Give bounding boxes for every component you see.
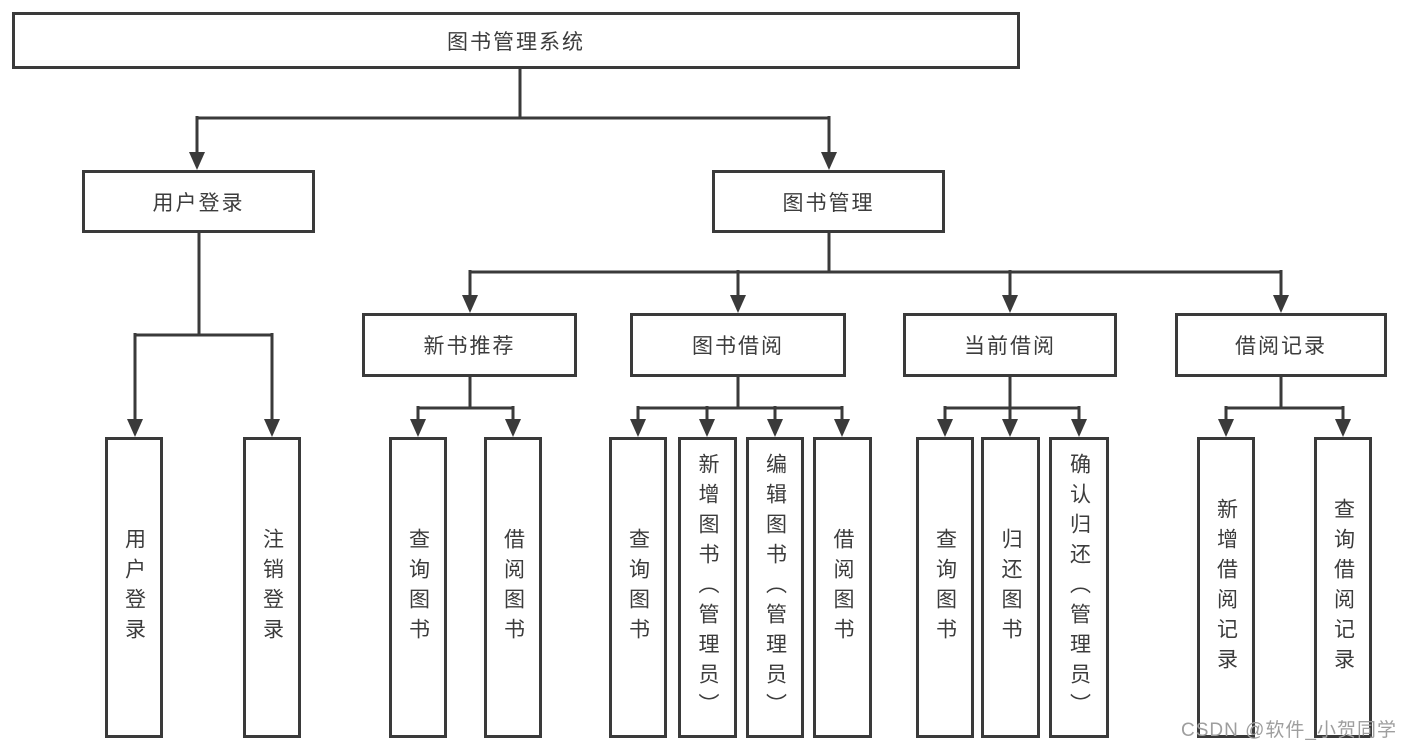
leaf-confirm-return-admin: 确认归还（管理员）: [1049, 437, 1109, 738]
leaf-recommend-query-books: 查询图书: [389, 437, 447, 738]
leaf-borrow-books-label: 借阅图书: [831, 527, 854, 648]
leaf-current-query-books-label: 查询图书: [933, 527, 957, 648]
leaf-current-query-books: 查询图书: [916, 437, 974, 738]
leaf-edit-books-admin: 编辑图书（管理员）: [746, 437, 804, 738]
leaf-logout: 注销登录: [243, 437, 301, 738]
leaf-return-books: 归还图书: [981, 437, 1040, 738]
csdn-watermark: CSDN @软件_小贺同学: [1181, 720, 1397, 741]
node-borrow-records-label: 借阅记录: [1235, 335, 1327, 358]
node-new-book-recommend-label: 新书推荐: [423, 335, 516, 358]
node-user-login-label: 用户登录: [152, 191, 245, 215]
leaf-query-borrow-record-label: 查询借阅记录: [1331, 497, 1355, 678]
node-user-login: 用户登录: [82, 170, 315, 233]
leaf-add-borrow-record: 新增借阅记录: [1197, 437, 1255, 738]
leaf-return-books-label: 归还图书: [999, 527, 1022, 648]
node-book-management: 图书管理: [712, 170, 945, 233]
node-new-book-recommend: 新书推荐: [362, 313, 577, 377]
connector-lines: [133, 69, 1345, 421]
leaf-query-borrow-record: 查询借阅记录: [1314, 437, 1372, 738]
leaf-add-borrow-record-label: 新增借阅记录: [1214, 497, 1238, 678]
node-book-borrow-label: 图书借阅: [692, 335, 784, 358]
arrowhead-icons: [127, 152, 1351, 437]
node-book-management-label: 图书管理: [782, 191, 875, 215]
leaf-borrow-query-books: 查询图书: [609, 437, 667, 738]
leaf-recommend-borrow-books-label: 借阅图书: [501, 527, 525, 648]
leaf-add-books-admin-label: 新增图书（管理员）: [696, 452, 719, 723]
leaf-confirm-return-admin-label: 确认归还（管理员）: [1067, 452, 1091, 723]
node-root-system: 图书管理系统: [12, 12, 1020, 69]
leaf-add-books-admin: 新增图书（管理员）: [678, 437, 737, 738]
node-book-borrow: 图书借阅: [630, 313, 846, 377]
node-current-borrow-label: 当前借阅: [964, 335, 1056, 358]
leaf-recommend-borrow-books: 借阅图书: [484, 437, 542, 738]
leaf-user-login: 用户登录: [105, 437, 163, 738]
node-root-label: 图书管理系统: [447, 30, 585, 54]
leaf-user-login-label: 用户登录: [122, 527, 146, 648]
leaf-recommend-query-books-label: 查询图书: [406, 527, 430, 648]
leaf-edit-books-admin-label: 编辑图书（管理员）: [763, 452, 787, 723]
leaf-logout-label: 注销登录: [260, 527, 284, 648]
leaf-borrow-query-books-label: 查询图书: [626, 527, 650, 648]
node-current-borrow: 当前借阅: [903, 313, 1117, 377]
node-borrow-records: 借阅记录: [1175, 313, 1387, 377]
leaf-borrow-books: 借阅图书: [813, 437, 872, 738]
